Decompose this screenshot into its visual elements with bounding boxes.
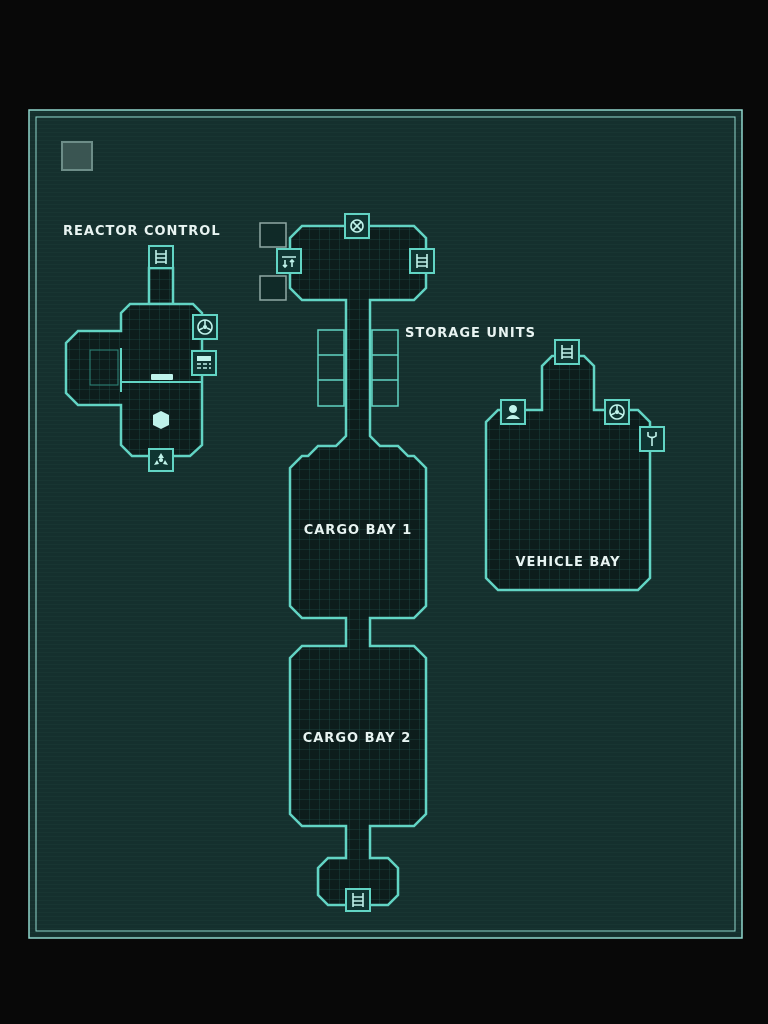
radiation-icon[interactable] bbox=[148, 448, 174, 472]
unexplored-cell bbox=[259, 222, 287, 248]
ladder-icon[interactable] bbox=[409, 248, 435, 274]
cargo-complex bbox=[288, 224, 428, 907]
ladder-icon[interactable] bbox=[554, 339, 580, 365]
ventilation-fan-icon[interactable] bbox=[192, 314, 218, 340]
map-legend-button[interactable] bbox=[61, 141, 93, 171]
ladder-icon[interactable] bbox=[345, 888, 371, 912]
room-label-cargo-bay-2: CARGO BAY 2 bbox=[303, 731, 412, 746]
room-label-cargo-bay-1: CARGO BAY 1 bbox=[304, 523, 413, 538]
ventilation-fan-icon[interactable] bbox=[604, 399, 630, 425]
ladder-icon[interactable] bbox=[148, 245, 174, 269]
elevator-icon[interactable] bbox=[276, 248, 302, 274]
wrench-icon[interactable] bbox=[639, 426, 665, 452]
room-label-reactor-control: REACTOR CONTROL bbox=[63, 224, 221, 239]
room-label-vehicle-bay: VEHICLE BAY bbox=[515, 555, 620, 570]
room-label-storage-units: STORAGE UNITS bbox=[405, 326, 536, 341]
gear-icon[interactable] bbox=[344, 213, 370, 239]
crew-icon[interactable] bbox=[500, 399, 526, 425]
unexplored-cell bbox=[259, 275, 287, 301]
reactor-control-room bbox=[64, 266, 204, 458]
computer-terminal-icon[interactable] bbox=[191, 350, 217, 376]
